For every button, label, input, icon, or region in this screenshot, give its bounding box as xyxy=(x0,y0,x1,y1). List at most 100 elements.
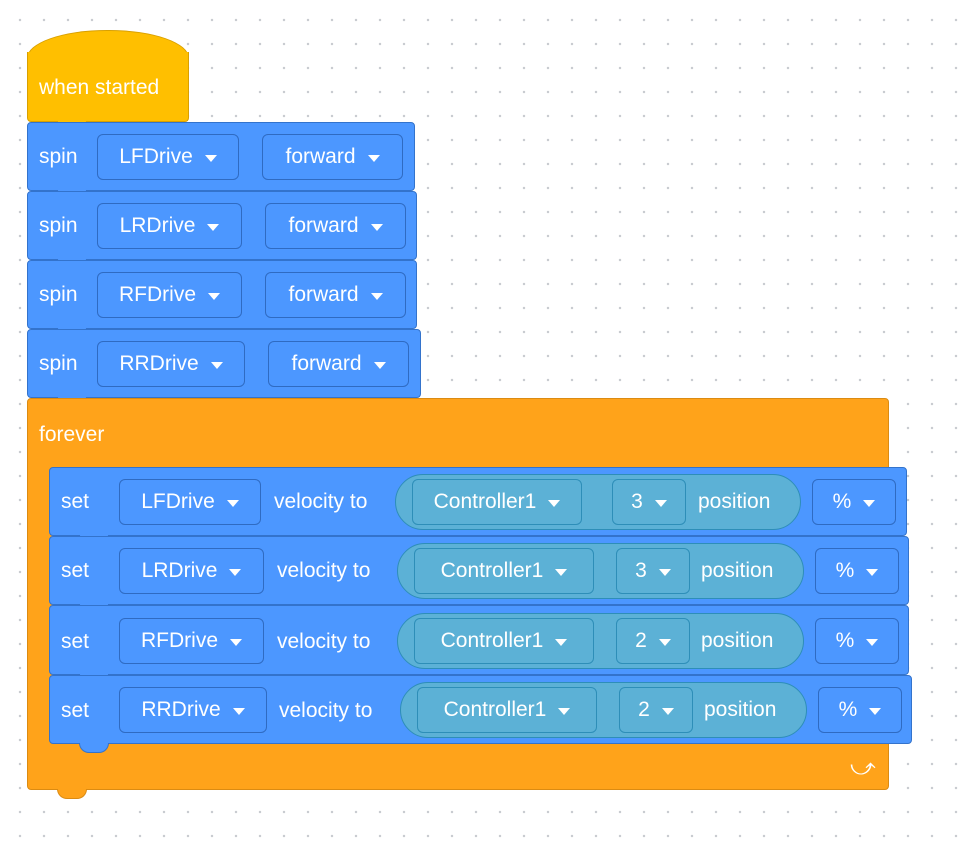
velocity-to-text: velocity to xyxy=(274,490,368,513)
unit-value: % xyxy=(832,490,852,513)
motor-dropdown[interactable]: LRDrive xyxy=(119,548,264,594)
direction-value: forward xyxy=(288,214,359,237)
set-velocity-block[interactable]: set LFDrive velocity to Controller1 3 po… xyxy=(49,467,907,536)
direction-dropdown[interactable]: forward xyxy=(265,272,406,318)
block-notch xyxy=(57,789,87,799)
chevron-down-icon xyxy=(370,223,383,231)
direction-value: forward xyxy=(291,352,362,375)
chevron-down-icon xyxy=(658,568,671,576)
direction-value: forward xyxy=(285,145,356,168)
controller-name: Controller1 xyxy=(433,490,537,513)
motor-dropdown[interactable]: LRDrive xyxy=(97,203,242,249)
spin-block[interactable]: spin LFDrive forward xyxy=(27,122,415,191)
axis-dropdown[interactable]: 3 xyxy=(616,548,690,594)
velocity-to-text: velocity to xyxy=(277,630,371,653)
spin-keyword: spin xyxy=(39,145,78,168)
velocity-to-text: velocity to xyxy=(279,699,373,722)
chevron-down-icon xyxy=(558,707,571,715)
motor-dropdown[interactable]: RFDrive xyxy=(97,272,242,318)
set-velocity-block[interactable]: set LRDrive velocity to Controller1 3 po… xyxy=(49,536,909,605)
position-text: position xyxy=(701,629,774,652)
axis-value: 3 xyxy=(631,490,643,513)
spin-keyword: spin xyxy=(39,352,78,375)
controller-position-reporter[interactable]: Controller1 2 position xyxy=(397,613,804,669)
chevron-down-icon xyxy=(555,568,568,576)
chevron-down-icon xyxy=(229,568,242,576)
motor-dropdown[interactable]: LFDrive xyxy=(119,479,261,525)
direction-dropdown[interactable]: forward xyxy=(265,203,406,249)
unit-dropdown[interactable]: % xyxy=(815,548,899,594)
controller-name: Controller1 xyxy=(443,698,547,721)
controller-name: Controller1 xyxy=(440,559,544,582)
motor-name: LRDrive xyxy=(141,559,218,582)
direction-dropdown[interactable]: forward xyxy=(262,134,403,180)
motor-name: LFDrive xyxy=(119,145,193,168)
chevron-down-icon xyxy=(204,154,217,162)
chevron-down-icon xyxy=(208,292,220,300)
chevron-down-icon xyxy=(866,638,879,646)
controller-dropdown[interactable]: Controller1 xyxy=(412,479,582,525)
chevron-down-icon xyxy=(210,361,223,369)
position-text: position xyxy=(704,698,777,721)
controller-position-reporter[interactable]: Controller1 3 position xyxy=(397,543,804,599)
spin-block[interactable]: spin LRDrive forward xyxy=(27,191,417,260)
controller-dropdown[interactable]: Controller1 xyxy=(417,687,597,733)
chevron-down-icon xyxy=(207,223,220,231)
controller-dropdown[interactable]: Controller1 xyxy=(414,618,594,664)
axis-dropdown[interactable]: 2 xyxy=(616,618,690,664)
set-velocity-block[interactable]: set RRDrive velocity to Controller1 2 po… xyxy=(49,675,912,744)
spin-keyword: spin xyxy=(39,214,78,237)
position-text: position xyxy=(698,490,771,513)
set-keyword: set xyxy=(61,699,90,722)
motor-name: LFDrive xyxy=(141,490,215,513)
position-text: position xyxy=(701,559,774,582)
hat-block-when-started[interactable]: when started xyxy=(27,52,189,122)
set-keyword: set xyxy=(61,559,90,582)
motor-name: LRDrive xyxy=(119,214,196,237)
unit-value: % xyxy=(835,629,855,652)
unit-value: % xyxy=(838,698,858,721)
chevron-down-icon xyxy=(230,638,242,646)
unit-dropdown[interactable]: % xyxy=(818,687,902,733)
motor-dropdown[interactable]: RRDrive xyxy=(119,687,267,733)
loop-arrow-icon: ⤻ xyxy=(850,754,876,781)
unit-dropdown[interactable]: % xyxy=(812,479,896,525)
spin-keyword: spin xyxy=(39,283,78,306)
unit-dropdown[interactable]: % xyxy=(815,618,899,664)
motor-dropdown[interactable]: RRDrive xyxy=(97,341,245,387)
chevron-down-icon xyxy=(373,361,386,369)
controller-position-reporter[interactable]: Controller1 3 position xyxy=(395,474,801,530)
chevron-down-icon xyxy=(658,638,671,646)
axis-value: 2 xyxy=(635,629,647,652)
velocity-to-text: velocity to xyxy=(277,559,371,582)
chevron-down-icon xyxy=(866,568,879,576)
chevron-down-icon xyxy=(869,707,882,715)
chevron-down-icon xyxy=(367,154,380,162)
spin-block[interactable]: spin RRDrive forward xyxy=(27,329,421,398)
axis-value: 3 xyxy=(635,559,647,582)
direction-dropdown[interactable]: forward xyxy=(268,341,409,387)
axis-value: 2 xyxy=(638,698,650,721)
motor-name: RRDrive xyxy=(141,698,221,721)
chevron-down-icon xyxy=(226,499,239,507)
chevron-down-icon xyxy=(548,499,561,507)
forever-label: forever xyxy=(39,423,105,446)
hat-label: when started xyxy=(39,76,160,99)
motor-dropdown[interactable]: LFDrive xyxy=(97,134,239,180)
chevron-down-icon xyxy=(555,638,568,646)
chevron-down-icon xyxy=(863,499,876,507)
controller-dropdown[interactable]: Controller1 xyxy=(414,548,594,594)
chevron-down-icon xyxy=(654,499,667,507)
axis-dropdown[interactable]: 2 xyxy=(619,687,693,733)
axis-dropdown[interactable]: 3 xyxy=(612,479,686,525)
controller-position-reporter[interactable]: Controller1 2 position xyxy=(400,682,807,738)
set-keyword: set xyxy=(61,630,90,653)
motor-name: RFDrive xyxy=(141,629,218,652)
chevron-down-icon xyxy=(370,292,383,300)
controller-name: Controller1 xyxy=(440,629,544,652)
spin-block[interactable]: spin RFDrive forward xyxy=(27,260,417,329)
unit-value: % xyxy=(835,559,855,582)
set-velocity-block[interactable]: set RFDrive velocity to Controller1 2 po… xyxy=(49,605,909,675)
chevron-down-icon xyxy=(232,707,245,715)
motor-dropdown[interactable]: RFDrive xyxy=(119,618,264,664)
